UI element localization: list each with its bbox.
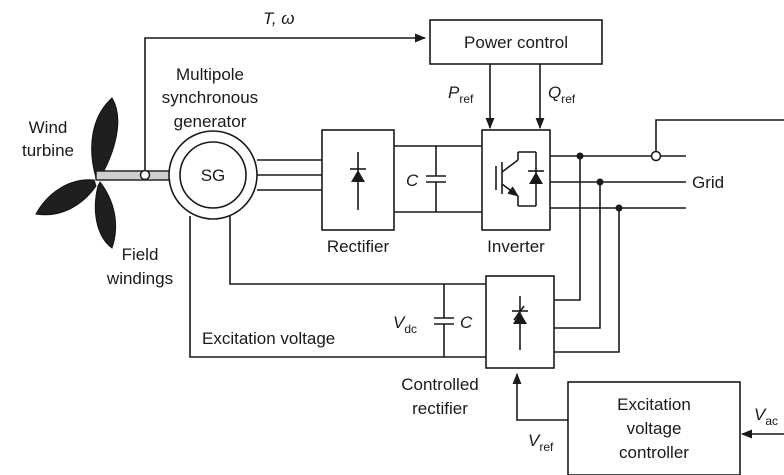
excitation-voltage-controller-block [567, 381, 741, 475]
vref-signal-line [512, 372, 568, 421]
controller-label-line3: controller [619, 443, 689, 462]
excitation-voltage-label: Excitation voltage [202, 329, 335, 348]
inverter-block [481, 129, 551, 231]
shaft-sensor-node [139, 169, 151, 181]
rectifier-diode-icon [351, 170, 365, 182]
controller-label-line2: voltage [627, 419, 682, 438]
controlled-rectifier-label-line2: rectifier [412, 399, 468, 418]
synchronous-generator-inner [179, 141, 247, 209]
grid-voltage-sensor-node [650, 150, 662, 162]
qref-label: Qref [548, 83, 576, 106]
controller-label-line1: Excitation [617, 395, 691, 414]
field-winding-wire-top [229, 216, 486, 285]
generator-label-line2: synchronous [162, 88, 258, 107]
grid-tap-line-a [554, 156, 581, 301]
power-control-label: Power control [464, 33, 568, 52]
generator-label-line1: Multipole [176, 65, 244, 84]
rectifier-label: Rectifier [327, 237, 390, 256]
field-capacitor-label: C [460, 313, 473, 332]
inverter-label: Inverter [487, 237, 545, 256]
thyristor-gate [513, 305, 525, 321]
inverter-diode-icon [529, 172, 543, 184]
igbt-icon [495, 151, 537, 207]
vref-label: Vref [528, 431, 554, 454]
thyristor-icon [513, 312, 527, 324]
controlled-rectifier-label-line1: Controlled [401, 375, 479, 394]
vac-label: Vac [754, 405, 778, 428]
field-windings-label-line1: Field [122, 245, 159, 264]
speed-signal-line [144, 33, 427, 171]
wind-turbine-label-line1: Wind [29, 118, 68, 137]
grid-tap-line-c [554, 208, 620, 353]
generator-label-line3: generator [174, 112, 247, 131]
grid-tap-line-b [554, 182, 601, 329]
grid-voltage-feedback-line [655, 119, 784, 152]
wind-turbine-label-line2: turbine [22, 141, 74, 160]
pref-label: Pref [448, 83, 474, 106]
grid-label: Grid [692, 173, 724, 192]
dc-link-capacitor-label: C [406, 171, 419, 190]
torque-speed-label: T, ω [263, 9, 295, 28]
vdc-label: Vdc [393, 313, 417, 336]
power-control-block [429, 19, 603, 65]
field-winding-wire-bottom [189, 216, 486, 358]
field-windings-label-line2: windings [106, 269, 173, 288]
wind-turbine-icon [35, 97, 119, 249]
sg-label: SG [201, 166, 226, 185]
